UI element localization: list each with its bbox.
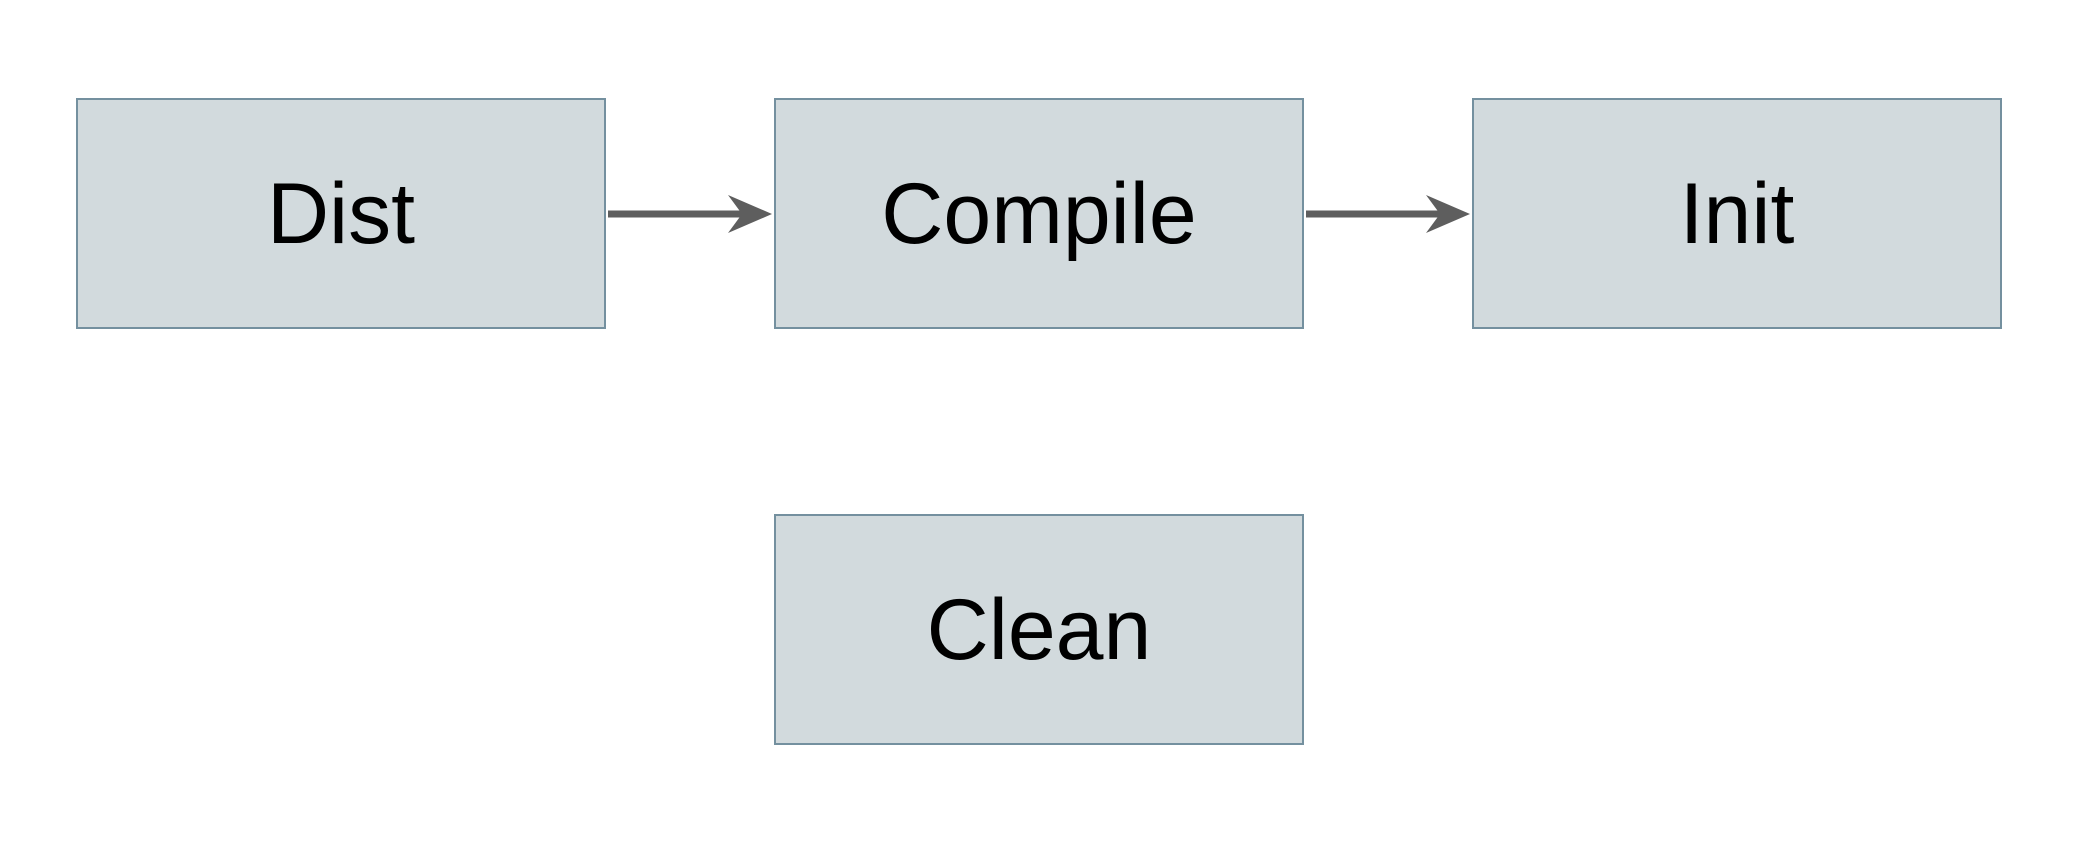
connector-dist-to-compile[interactable] bbox=[608, 195, 772, 233]
arrow-right-icon bbox=[1426, 195, 1470, 233]
node-clean[interactable]: Clean bbox=[774, 514, 1304, 745]
connector-compile-to-init[interactable] bbox=[1306, 195, 1470, 233]
node-clean-label: Clean bbox=[926, 581, 1152, 678]
node-compile[interactable]: Compile bbox=[774, 98, 1304, 329]
node-compile-label: Compile bbox=[881, 165, 1197, 262]
node-init[interactable]: Init bbox=[1472, 98, 2002, 329]
node-init-label: Init bbox=[1679, 165, 1795, 262]
node-dist[interactable]: Dist bbox=[76, 98, 606, 329]
arrow-right-icon bbox=[728, 195, 772, 233]
node-dist-label: Dist bbox=[266, 165, 416, 262]
